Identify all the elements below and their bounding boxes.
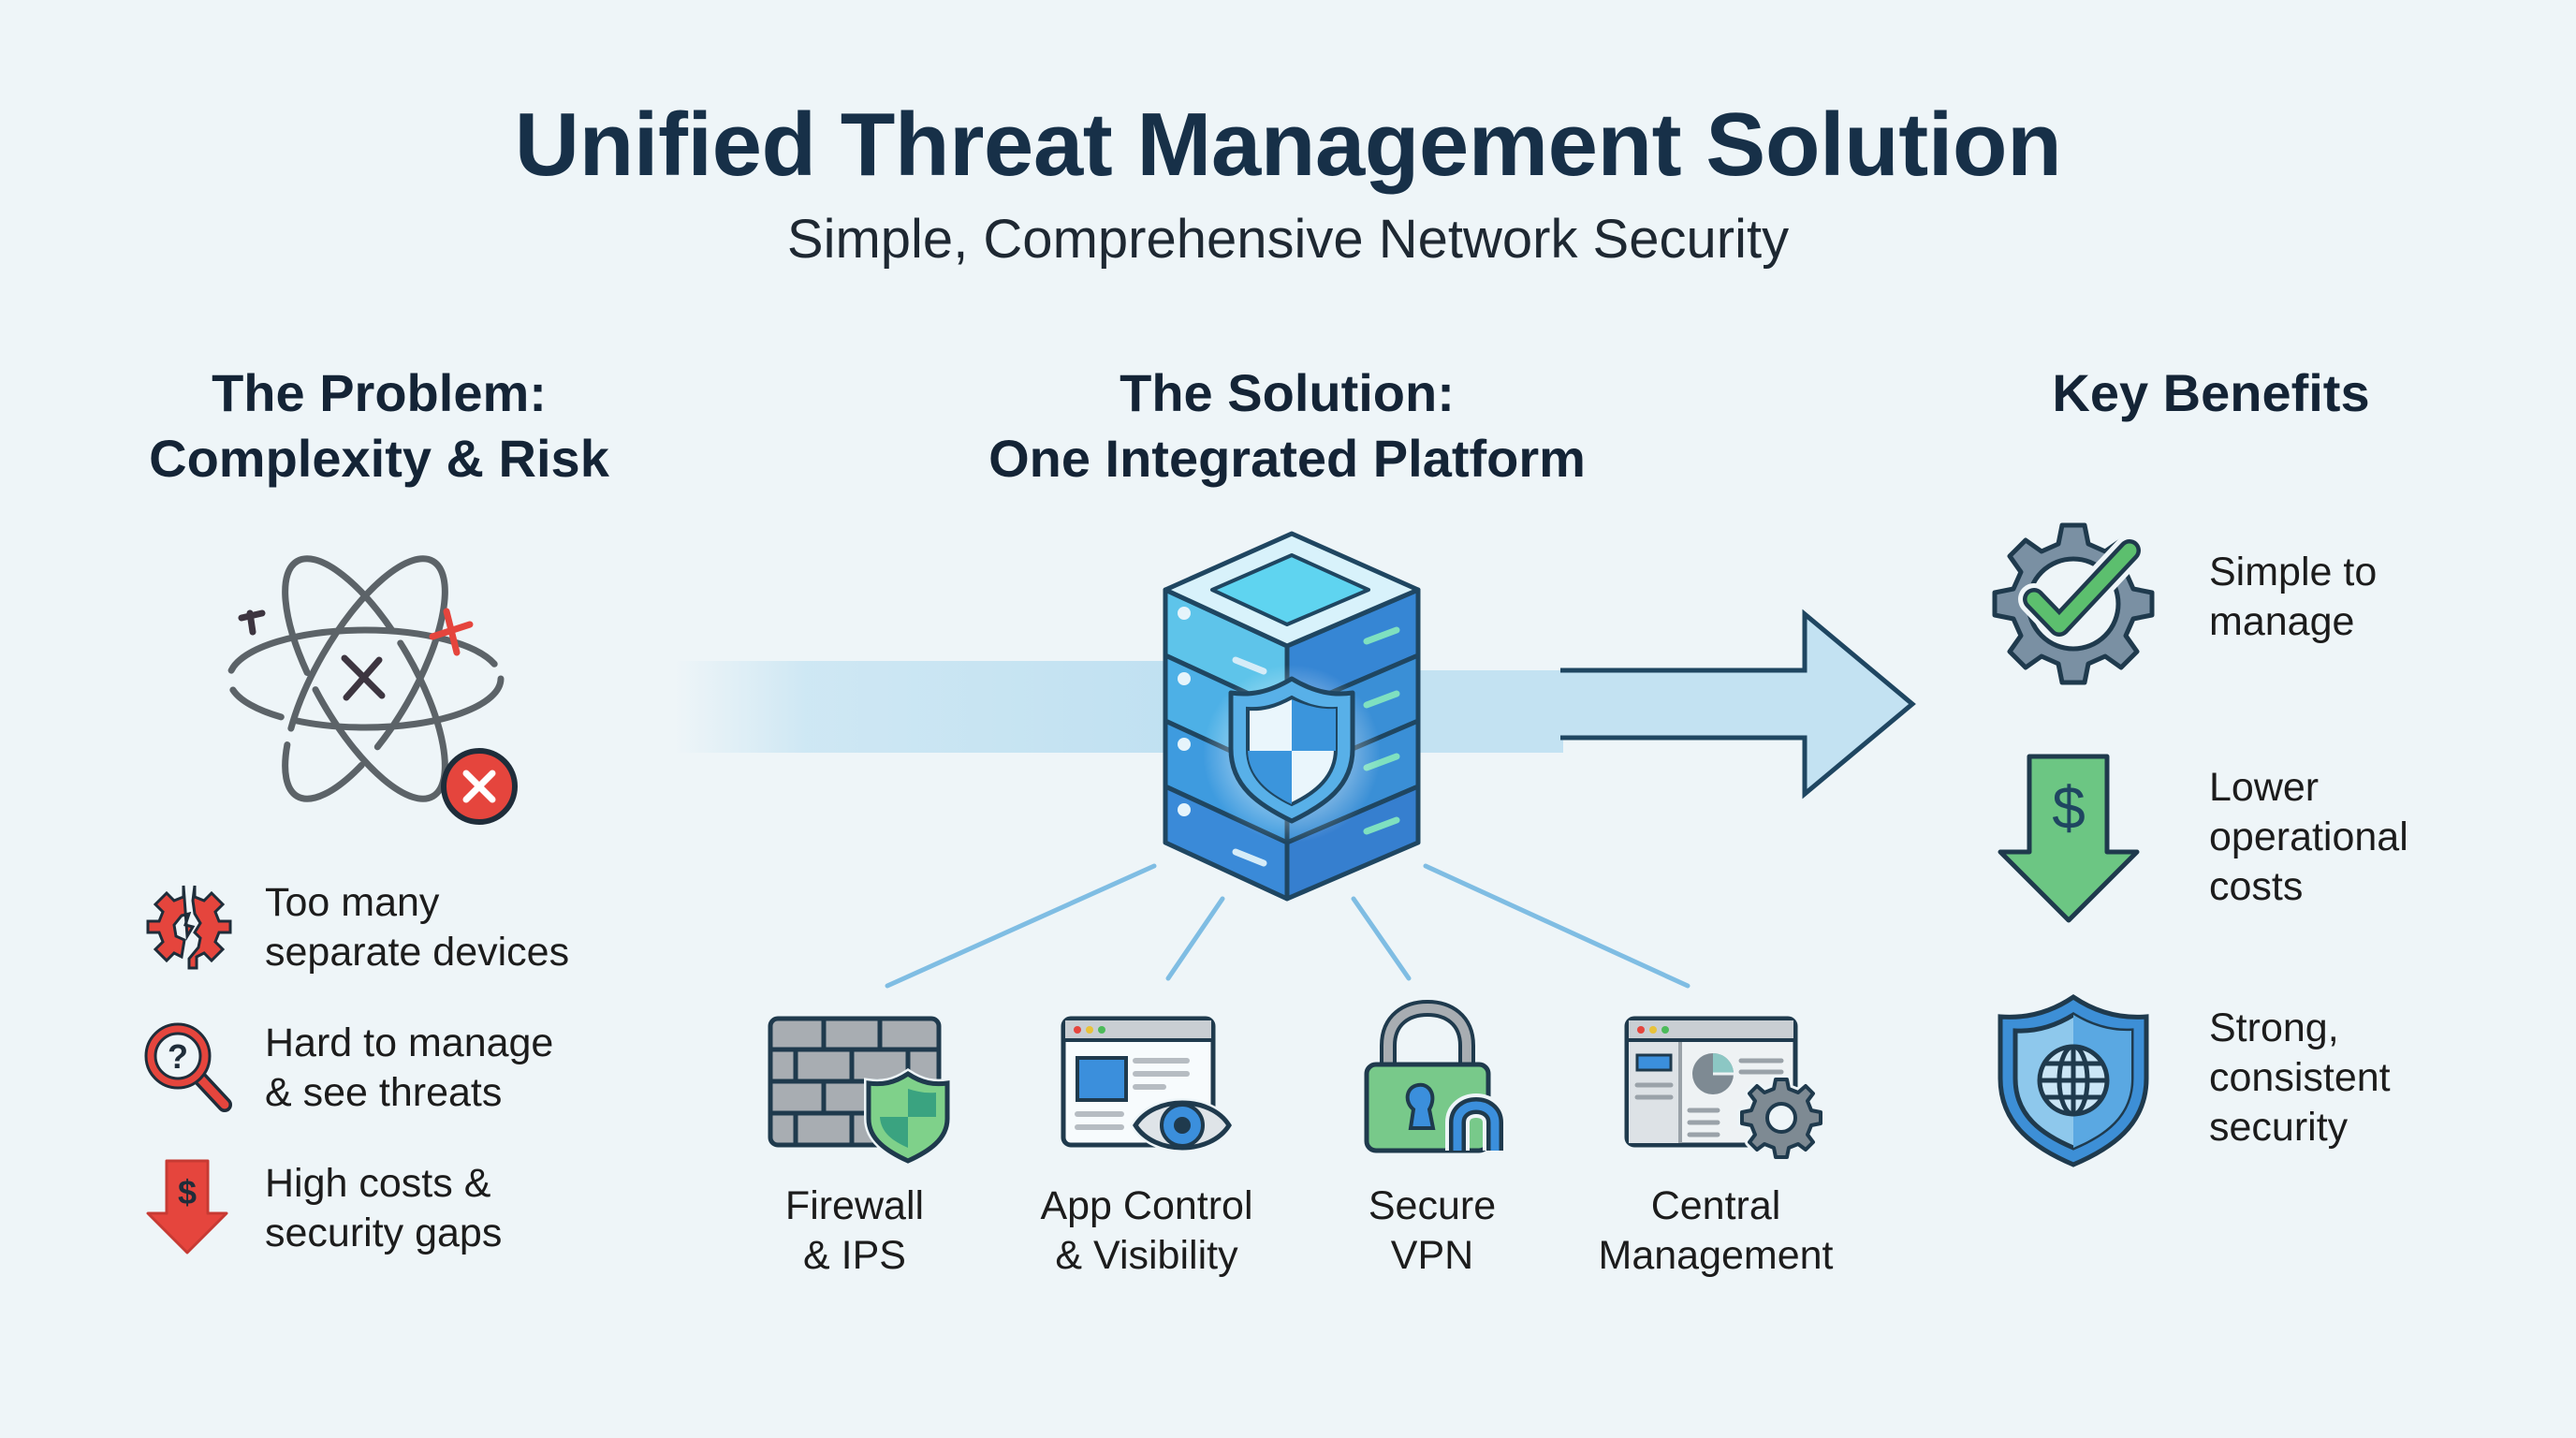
gear-check-icon: [1992, 522, 2155, 685]
beam-left: [674, 661, 1198, 753]
problem-item-line2: security gaps: [265, 1211, 503, 1255]
problem-heading-line2: Complexity & Risk: [149, 429, 609, 488]
benefit-line: operational: [2209, 814, 2408, 859]
magnifier-question-icon: ?: [144, 1022, 232, 1112]
benefits-heading-text: Key Benefits: [2052, 363, 2370, 422]
feature-label-line2: & IPS: [803, 1233, 906, 1278]
feature-label-line1: Central: [1650, 1183, 1781, 1228]
dollar-down-arrow-icon: $: [146, 1159, 228, 1255]
broken-gear-icon: [146, 885, 232, 970]
solution-heading: The Solution: One Integrated Platform: [913, 360, 1661, 492]
problem-item-line2: & see threats: [265, 1070, 503, 1115]
benefits-heading: Key Benefits: [1977, 360, 2445, 426]
problem-item-line1: High costs &: [265, 1161, 491, 1206]
solution-heading-line1: The Solution:: [1120, 363, 1455, 422]
benefit-line: manage: [2209, 599, 2355, 644]
feature-label-firewall: Firewall & IPS: [714, 1181, 995, 1281]
server-shield-icon: [1163, 531, 1421, 902]
firewall-shield-icon: [768, 1016, 952, 1167]
connector-app-control: [1165, 896, 1225, 981]
connector-firewall: [885, 863, 1157, 989]
connector-lines: [885, 863, 1690, 989]
feature-label-line2: & Visibility: [1055, 1233, 1238, 1278]
benefit-line: Simple to: [2209, 550, 2378, 594]
benefit-line: Strong,: [2209, 1005, 2339, 1050]
feature-label-line1: App Control: [1040, 1183, 1253, 1228]
connector-vpn: [1351, 896, 1412, 981]
feature-label-line1: Firewall: [784, 1183, 925, 1228]
benefit-line: consistent: [2209, 1055, 2391, 1100]
connector-management: [1423, 863, 1690, 989]
solution-heading-line2: One Integrated Platform: [988, 429, 1586, 488]
feature-label-line2: Management: [1598, 1233, 1834, 1278]
feature-label-line1: Secure: [1368, 1183, 1497, 1228]
dashboard-gear-icon: [1624, 1016, 1825, 1162]
problem-item-line1: Too many: [265, 880, 440, 925]
problem-heading-line1: The Problem:: [212, 363, 547, 422]
feature-label-vpn: Secure VPN: [1292, 1181, 1573, 1281]
problem-item-line1: Hard to manage: [265, 1020, 554, 1065]
shield-globe-icon: [1998, 993, 2149, 1167]
benefit-line: Lower: [2209, 765, 2320, 810]
svg-text:?: ?: [168, 1037, 188, 1076]
dollar-down-arrow-icon: $: [1998, 754, 2140, 923]
svg-text:$: $: [178, 1173, 197, 1211]
feature-label-management: Central Management: [1575, 1181, 1856, 1281]
broken-atom-icon: [226, 555, 518, 825]
feature-label-line2: VPN: [1390, 1233, 1474, 1278]
feature-label-app-control: App Control & Visibility: [1006, 1181, 1287, 1281]
page-subtitle: Simple, Comprehensive Network Security: [786, 209, 1790, 270]
app-window-eye-icon: [1061, 1016, 1235, 1152]
benefit-line: security: [2209, 1105, 2349, 1150]
problem-heading: The Problem: Complexity & Risk: [98, 360, 660, 492]
padlock-vpn-icon: [1364, 999, 1507, 1153]
benefit-line: costs: [2209, 864, 2304, 909]
svg-text:$: $: [2052, 774, 2086, 842]
problem-item-line2: separate devices: [265, 930, 570, 975]
page-title: Unified Threat Management Solution: [514, 95, 2062, 195]
